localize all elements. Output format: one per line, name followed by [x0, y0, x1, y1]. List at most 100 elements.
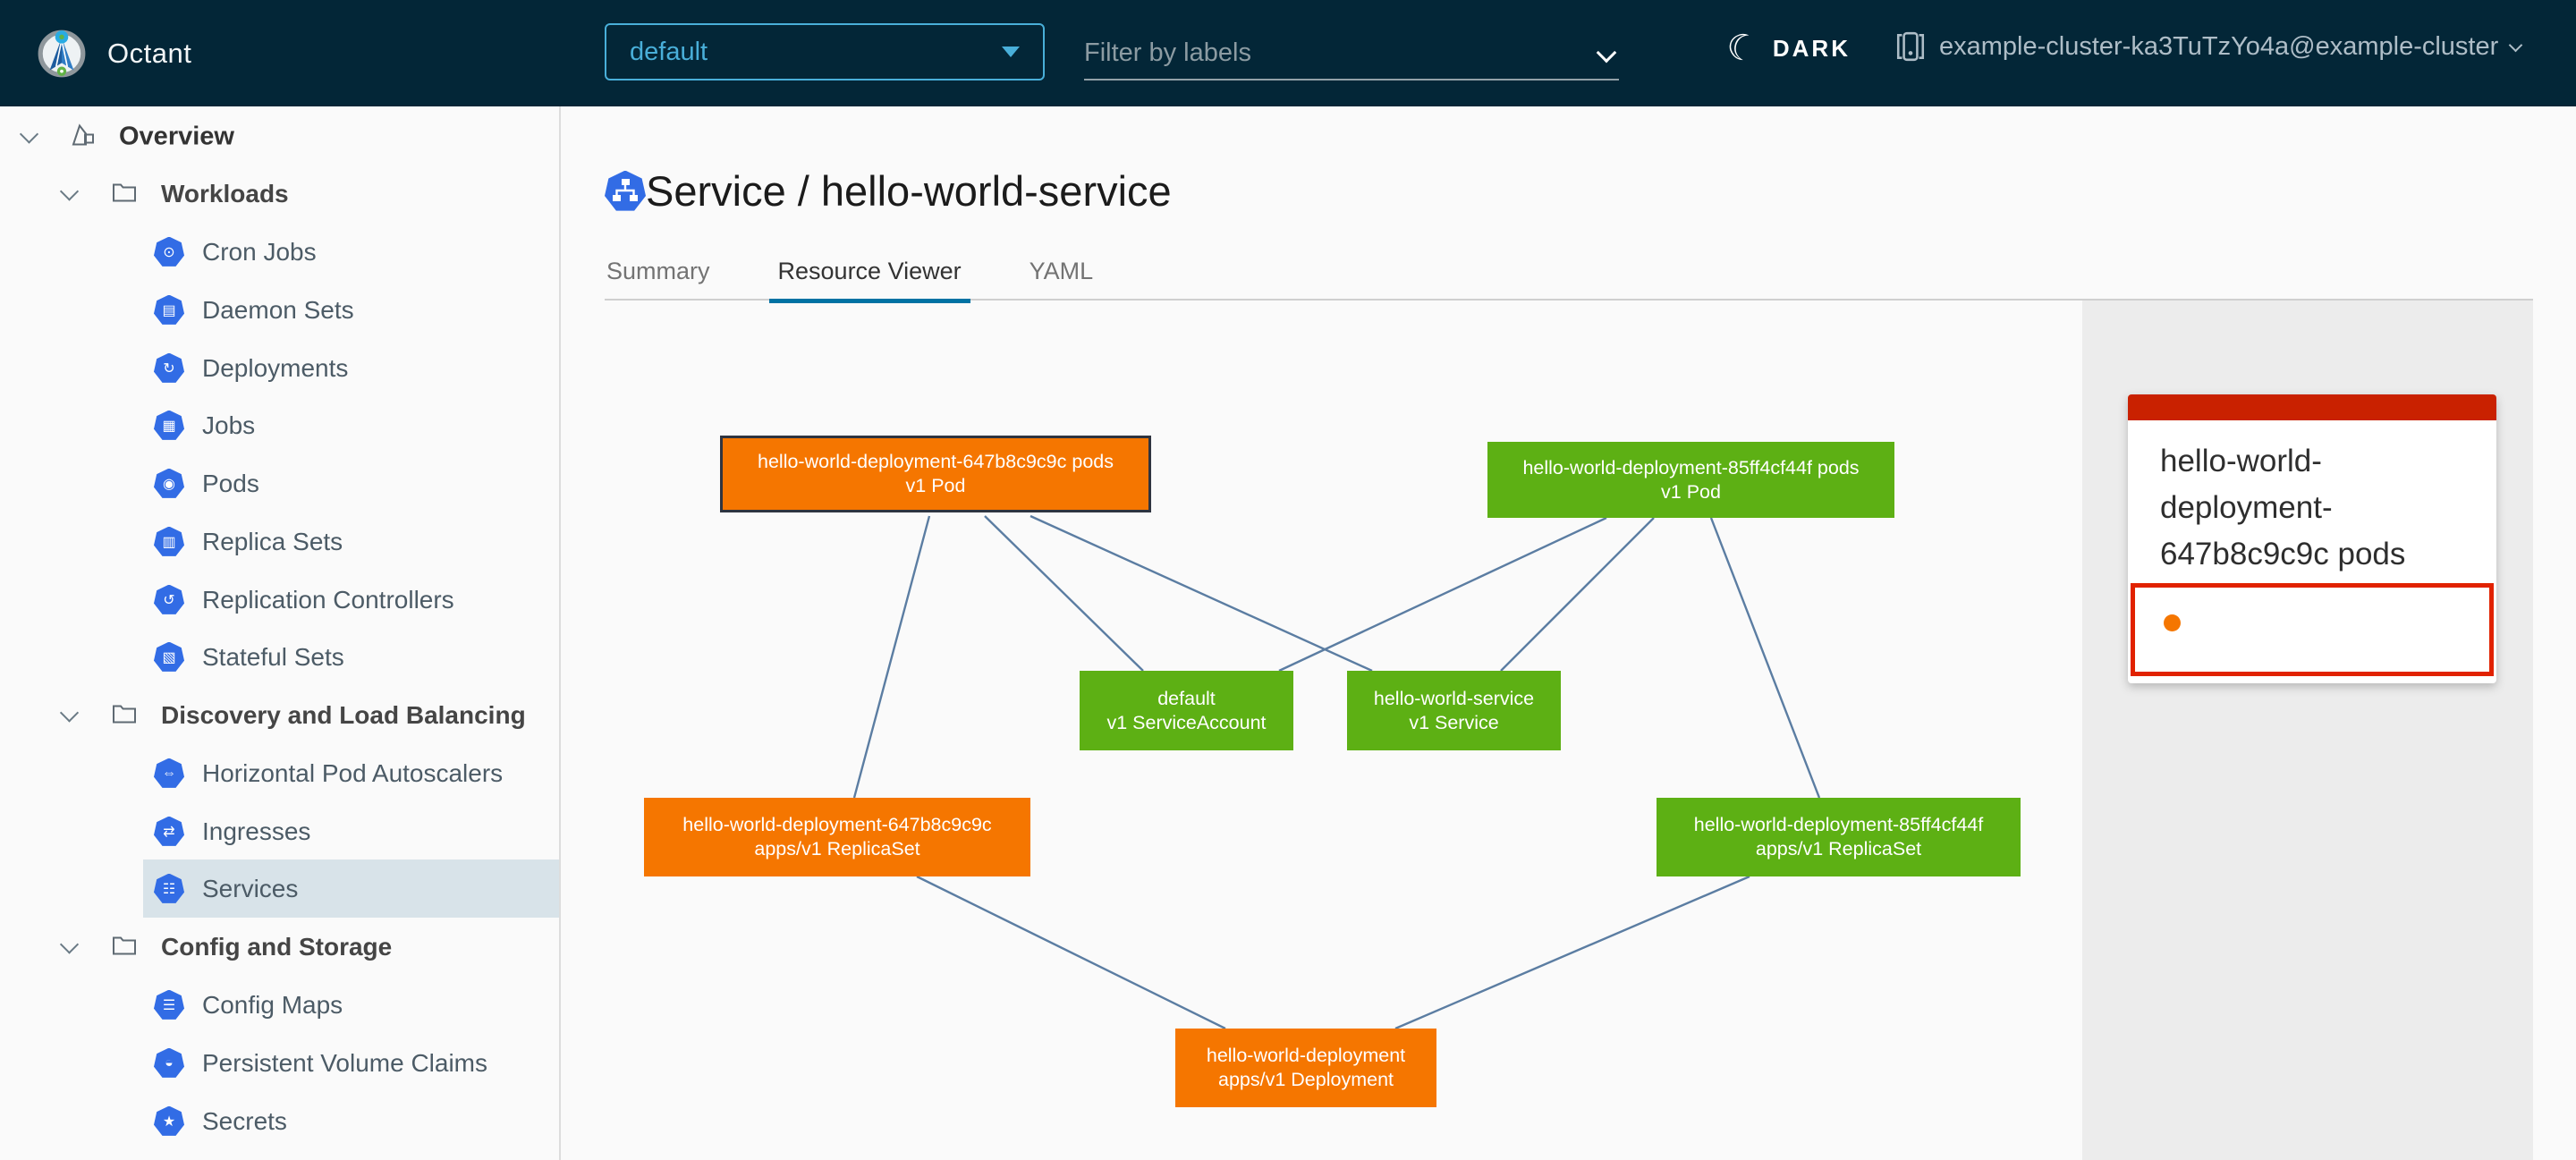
cluster-icon — [1896, 31, 1925, 62]
sidebar-item-label: Persistent Volume Claims — [202, 1048, 488, 1077]
replica-sets-icon: ▥ — [154, 526, 184, 556]
daemon-sets-icon: ▤ — [154, 294, 184, 325]
filter-placeholder: Filter by labels — [1084, 38, 1251, 67]
card-status-bar — [2128, 394, 2496, 420]
node-kind: v1 Service — [1409, 711, 1499, 733]
sidebar-item-replication-controllers[interactable]: ↺Replication Controllers — [0, 571, 559, 629]
graph-edge — [1030, 514, 1373, 673]
sidebar-item-horizontal-pod-autoscalers[interactable]: ⇔ Horizontal Pod Autoscalers — [0, 744, 559, 802]
sidebar-item-label: Overview — [119, 122, 234, 150]
sidebar-item-label: Cron Jobs — [202, 237, 317, 266]
node-name: hello-world-deployment-85ff4cf44f pods — [1522, 456, 1860, 478]
node-name: default — [1157, 687, 1216, 709]
octant-logo: Octant — [36, 28, 191, 80]
node-kind: apps/v1 Deployment — [1218, 1069, 1394, 1090]
node-kind: v1 Pod — [905, 475, 966, 496]
service-icon — [605, 170, 646, 211]
sidebar-item-stateful-sets[interactable]: ▧Stateful Sets — [0, 628, 559, 686]
graph-edge — [1500, 517, 1655, 672]
sidebar-item-services[interactable]: ☷Services — [0, 859, 559, 918]
app-header: Octant default Filter by labels ☾ DARK e… — [0, 0, 2576, 106]
graph-node-pod-647[interactable]: hello-world-deployment-647b8c9c9c pods v1… — [720, 436, 1151, 512]
ingresses-icon: ⇄ — [154, 816, 184, 846]
deployments-icon: ↻ — [154, 352, 184, 383]
horizontal-pod-autoscalers-icon: ⇔ — [154, 758, 184, 788]
cron-jobs-icon: ⊙ — [154, 236, 184, 267]
namespace-dropdown-value: default — [630, 37, 708, 66]
sidebar-item-label: Jobs — [202, 411, 256, 439]
sidebar-item-ingresses[interactable]: ⇄Ingresses — [0, 802, 559, 860]
sidebar-item-jobs[interactable]: ▦ Jobs — [0, 396, 559, 454]
chevron-down-icon[interactable] — [59, 181, 80, 201]
sidebar-item-discovery-and-load-balancing[interactable]: Discovery and Load Balancing — [0, 686, 559, 744]
sidebar-item-label: Replica Sets — [202, 527, 343, 555]
app-title: Octant — [107, 37, 192, 69]
cluster-selector[interactable]: example-cluster-ka3TuTzYo4a@example-clus… — [1894, 30, 2526, 63]
stateful-sets-icon: ▧ — [154, 641, 184, 672]
sidebar-item-cron-jobs[interactable]: ⊙ Cron Jobs — [0, 223, 559, 281]
folder-icon — [112, 701, 137, 729]
chevron-down-icon[interactable] — [59, 934, 80, 954]
graph-edge — [1709, 517, 1821, 799]
pod-status-dot — [2164, 614, 2181, 631]
graph-edge — [984, 515, 1144, 672]
sidebar-item-replica-sets[interactable]: ▥ Replica Sets — [0, 512, 559, 571]
secrets-icon: ★ — [154, 1105, 184, 1136]
node-kind: v1 ServiceAccount — [1106, 711, 1267, 733]
jobs-icon: ▦ — [154, 410, 184, 440]
selected-resource-card[interactable]: hello-world-deployment-647b8c9c9c pods — [2128, 394, 2496, 683]
sidebar-item-persistent-volume-claims[interactable]: ◒Persistent Volume Claims — [0, 1034, 559, 1092]
sidebar-item-pods[interactable]: ◉ Pods — [0, 454, 559, 512]
chevron-down-icon[interactable] — [19, 123, 39, 144]
tab-summary[interactable]: Summary — [606, 258, 710, 284]
node-name: hello-world-deployment-647b8c9c9c — [682, 814, 992, 835]
filter-by-labels-input[interactable]: Filter by labels — [1084, 27, 1619, 80]
sidebar-item-overview[interactable]: Overview — [0, 107, 559, 165]
octant-logo-icon — [38, 30, 86, 77]
dark-theme-toggle[interactable]: ☾ DARK — [1722, 25, 1851, 71]
tab-yaml[interactable]: YAML — [1029, 258, 1094, 284]
dark-label: DARK — [1772, 34, 1851, 62]
sidebar-item-config-maps[interactable]: ☰Config Maps — [0, 976, 559, 1034]
sidebar-item-label: Horizontal Pod Autoscalers — [202, 758, 504, 787]
chevron-down-icon[interactable] — [59, 702, 80, 723]
folder-icon — [112, 933, 137, 961]
sidebar-item-label: Secrets — [202, 1106, 287, 1135]
sidebar-item-config-and-storage[interactable]: Config and Storage — [0, 918, 559, 976]
pods-icon: ◉ — [154, 468, 184, 498]
dropdown-caret-icon — [1002, 47, 1020, 57]
sidebar-item-daemon-sets[interactable]: ▤ Daemon Sets — [0, 281, 559, 339]
services-icon: ☷ — [154, 873, 184, 903]
sidebar-item-label: Config and Storage — [161, 932, 393, 961]
tabs-divider — [605, 299, 2533, 301]
sidebar-item-label: Pods — [202, 469, 259, 497]
graph-edge — [916, 875, 1226, 1030]
sidebar-item-deployments[interactable]: ↻Deployments — [0, 339, 559, 397]
node-kind: v1 Pod — [1661, 480, 1721, 503]
overview-icon — [70, 122, 97, 151]
sidebar-item-label: Workloads — [161, 179, 289, 207]
sidebar-item-label: Daemon Sets — [202, 295, 354, 324]
chevron-down-icon[interactable] — [1596, 42, 1617, 64]
folder-icon — [112, 180, 137, 207]
graph-edge — [852, 515, 931, 799]
card-title: hello-world-deployment-647b8c9c9c pods — [2160, 444, 2406, 572]
sidebar-item-workloads[interactable]: Workloads — [0, 165, 559, 223]
sidebar-item-secrets[interactable]: ★ Secrets — [0, 1092, 559, 1150]
namespace-dropdown[interactable]: default — [605, 23, 1045, 80]
resource-detail-panel: hello-world-deployment-647b8c9c9c pods — [2082, 301, 2533, 1160]
graph-edge — [1278, 516, 1607, 673]
tab-resource-viewer[interactable]: Resource Viewer — [768, 258, 970, 303]
page-title: Service / hello-world-service — [646, 167, 1172, 215]
node-name: hello-world-deployment-647b8c9c9c pods — [758, 451, 1114, 472]
node-kind: apps/v1 ReplicaSet — [1755, 838, 1922, 859]
